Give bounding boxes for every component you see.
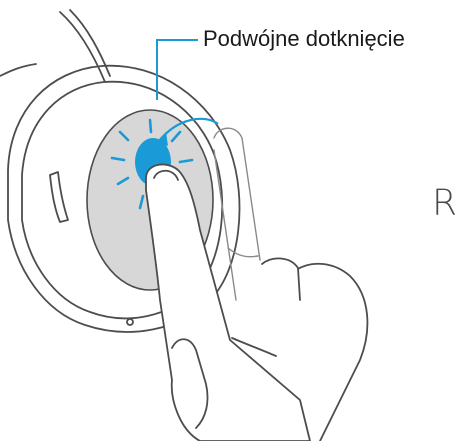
index-finger: [146, 164, 310, 441]
caption-label: Podwójne dotknięcie: [203, 26, 405, 52]
tap-ray: [150, 120, 151, 132]
caption-leader: [157, 40, 198, 100]
side-label: R: [432, 186, 457, 222]
palm: [296, 264, 367, 441]
headband: [60, 12, 105, 82]
headband-back: [0, 64, 36, 76]
other-finger: [262, 258, 300, 300]
ghost-finger: [214, 128, 260, 300]
earcup-slider: [50, 172, 68, 222]
hand: [146, 164, 367, 441]
indicator-dot: [127, 319, 133, 325]
